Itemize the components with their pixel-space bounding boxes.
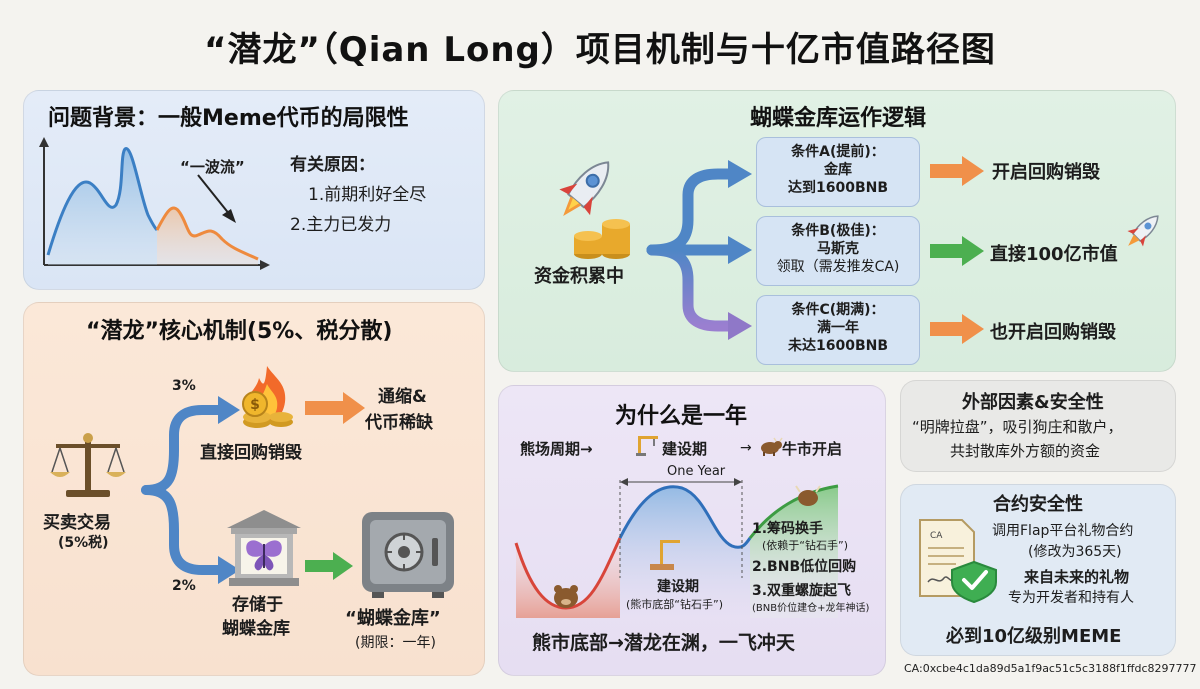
background-heading: 问题背景：一般Meme代币的局限性 [48, 106, 409, 131]
point-1: 1.筹码换手 [752, 521, 824, 537]
bear-cycle-label: 熊场周期→ [520, 440, 593, 458]
pct-bottom: 2% [172, 578, 196, 594]
ca-address: CA:0xcbe4c1da89d5a1f9ac51c5c3188f1ffdc82… [904, 662, 1197, 675]
contract-heading: 合约安全性 [993, 494, 1083, 515]
rocket-icon [559, 161, 610, 217]
bull-icon [761, 437, 783, 456]
orange-arrow-a [930, 156, 984, 186]
external-line1: “明牌拉盘”，吸引狗庄和散户， [912, 418, 1123, 436]
why-year-heading: 为什么是一年 [615, 404, 748, 429]
trade-tax: (5%税) [58, 535, 109, 551]
why-year-footer: 熊市底部→潜龙在渊，一飞冲天 [532, 632, 795, 654]
svg-text:$: $ [250, 397, 260, 413]
orange-arrow-deflation [305, 392, 365, 424]
scales-icon [50, 433, 126, 497]
condition-b-line1: 条件B(极佳)： [791, 223, 885, 239]
one-year-label: One Year [667, 464, 726, 479]
pct-top: 3% [172, 378, 196, 394]
build-phase-label: 建设期 [662, 440, 708, 458]
safe-icon [362, 512, 454, 598]
burning-coins-icon: $ [242, 366, 293, 428]
wave-label: “一波流” [180, 158, 245, 176]
reason-2: 2.主力已发力 [290, 215, 392, 235]
mechanism-heading: “潜龙”核心机制(5%、税分散) [86, 319, 393, 344]
vault-term: (期限：一年) [355, 635, 436, 651]
reason-1: 1.前期利好全尽 [308, 185, 427, 205]
contract-line1: 调用Flap平台礼物合约 [992, 523, 1134, 539]
condition-c-line1: 条件C(期满)： [791, 302, 885, 318]
contract-document-icon: CA [919, 519, 997, 604]
vault-logic-heading: 蝴蝶金库运作逻辑 [750, 106, 927, 131]
external-panel [900, 380, 1176, 472]
doc-label-text: CA [930, 531, 943, 541]
green-arrow-to-vault [305, 552, 353, 580]
condition-b-line3: 领取（需发推发CA) [776, 259, 900, 275]
coin-stack-icon [574, 219, 630, 259]
condition-c-box: 条件C(期满)： 满一年 未达1600BNB [756, 295, 920, 365]
contract-footer: 必到10亿级别MEME [946, 626, 1122, 647]
condition-b-box: 条件B(极佳)： 马斯克 领取（需发推发CA) [756, 216, 920, 286]
deflation-line2: 代币稀缺 [365, 413, 433, 433]
small-rocket-icon [1127, 215, 1159, 247]
cycle-curve [514, 478, 839, 618]
point-3-sub: (BNB价位建仓+龙年神话) [752, 603, 870, 614]
orange-arrow-c [930, 314, 984, 344]
store-line1: 存储于 [232, 595, 283, 615]
deflation-line1: 通缩& [378, 387, 427, 407]
green-arrow-b [930, 236, 984, 266]
build-sub: (熊市底部“钻石手”) [626, 598, 723, 611]
contract-line2: (修改为365天) [1028, 544, 1122, 560]
external-heading: 外部因素&安全性 [962, 392, 1104, 413]
vault-name: “蝴蝶金库” [345, 608, 441, 629]
crane-icon [636, 436, 658, 456]
result-c: 也开启回购销毁 [990, 322, 1116, 343]
phase-arrow: → [740, 440, 752, 456]
bull-start-label: 牛市开启 [782, 440, 843, 458]
build-title: 建设期 [657, 579, 699, 595]
external-line2: 共封散库外方额的资金 [950, 442, 1101, 460]
trade-label: 买卖交易 [43, 513, 111, 533]
mechanism-branch-arrows [141, 396, 240, 584]
point-1-sub: (依赖于“钻石手”) [762, 539, 848, 552]
result-b: 直接100亿市值 [990, 244, 1118, 265]
condition-c-line3: 未达1600BNB [787, 338, 889, 354]
page-title: “潜龙”（Qian Long）项目机制与十亿市值路径图 [204, 30, 996, 70]
condition-a-line3: 达到1600BNB [787, 180, 889, 196]
vault-source-label: 资金积累中 [534, 266, 624, 287]
burn-label: 直接回购销毁 [200, 443, 302, 463]
contract-line4: 专为开发者和持有人 [1008, 590, 1134, 606]
point-3: 3.双重螺旋起飞 [752, 583, 852, 599]
condition-c-line2: 满一年 [817, 320, 859, 336]
contract-line3: 来自未来的礼物 [1024, 568, 1130, 586]
reasons-title: 有关原因： [290, 155, 375, 175]
condition-b-line2: 马斯克 [817, 241, 859, 257]
result-a: 开启回购销毁 [992, 162, 1100, 183]
condition-a-line1: 条件A(提前)： [791, 144, 885, 160]
vault-branch-arrows [646, 160, 752, 340]
butterfly-vault-building-icon [227, 510, 301, 586]
condition-a-box: 条件A(提前)： 金库 达到1600BNB [756, 137, 920, 207]
mechanism-panel [23, 302, 485, 676]
wave-chart [39, 137, 270, 270]
store-line2: 蝴蝶金库 [222, 619, 290, 639]
condition-a-line2: 金库 [824, 162, 852, 178]
point-2: 2.BNB低位回购 [752, 559, 857, 575]
